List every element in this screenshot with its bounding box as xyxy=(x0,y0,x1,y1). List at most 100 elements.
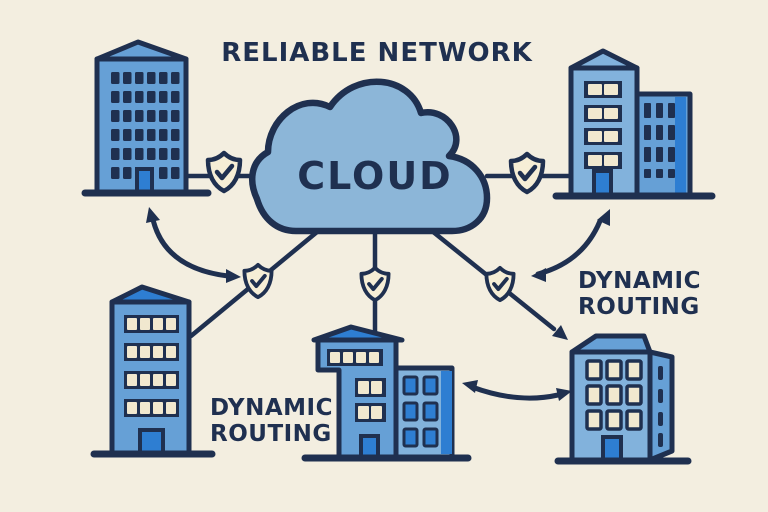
window xyxy=(159,167,168,179)
dynamic-routing-label-right: DYNAMIC ROUTING xyxy=(578,268,700,320)
window xyxy=(588,155,602,166)
window xyxy=(644,125,651,140)
window xyxy=(585,409,603,431)
window xyxy=(147,129,156,141)
window xyxy=(625,359,643,381)
window-frame xyxy=(124,371,179,389)
window xyxy=(656,147,663,162)
window xyxy=(402,401,419,422)
window xyxy=(159,91,168,103)
window xyxy=(166,346,176,358)
door xyxy=(138,428,165,456)
window xyxy=(159,110,168,122)
window xyxy=(153,374,163,386)
window xyxy=(140,374,150,386)
window-frame xyxy=(124,399,179,417)
window xyxy=(159,148,168,160)
building-top-right xyxy=(552,48,716,200)
window xyxy=(605,384,623,406)
windows-grid xyxy=(585,359,643,431)
window xyxy=(585,384,603,406)
curved-arrow-left xyxy=(149,212,231,279)
window xyxy=(153,402,163,414)
window xyxy=(140,318,150,330)
diagram-title: RELIABLE NETWORK xyxy=(221,38,533,68)
curved-arrow-right xyxy=(535,218,603,277)
window xyxy=(123,167,132,179)
window xyxy=(123,148,132,160)
window xyxy=(171,72,180,84)
arrowhead-left xyxy=(531,268,546,282)
roof xyxy=(568,48,640,71)
window xyxy=(422,401,439,422)
window-frame xyxy=(124,315,179,333)
cloud-node: CLOUD xyxy=(248,78,491,235)
window xyxy=(111,91,120,103)
window xyxy=(147,72,156,84)
window xyxy=(171,167,180,179)
window xyxy=(422,427,439,448)
curved-arrow-bottom xyxy=(469,384,561,401)
window xyxy=(123,72,132,84)
window xyxy=(644,147,651,162)
window xyxy=(625,409,643,431)
shield-check-icon xyxy=(511,154,543,192)
window xyxy=(604,84,618,95)
window xyxy=(369,352,379,363)
window xyxy=(605,409,623,431)
window xyxy=(330,352,340,363)
window xyxy=(422,375,439,396)
arrowhead-right xyxy=(226,269,241,283)
window xyxy=(140,346,150,358)
window xyxy=(588,131,602,142)
window xyxy=(111,110,120,122)
window xyxy=(159,72,168,84)
window xyxy=(147,110,156,122)
shield-check-icon xyxy=(242,262,274,300)
window xyxy=(123,129,132,141)
window xyxy=(159,129,168,141)
window xyxy=(644,103,651,118)
window xyxy=(127,346,137,358)
arrowhead-right xyxy=(556,388,572,401)
window xyxy=(604,108,618,119)
window xyxy=(111,129,120,141)
window xyxy=(135,72,144,84)
dynamic-routing-arrows xyxy=(146,207,610,401)
window xyxy=(356,352,366,363)
door xyxy=(135,167,154,195)
shield-check-icon xyxy=(208,153,240,191)
window xyxy=(171,129,180,141)
window-frame xyxy=(124,343,179,361)
window xyxy=(656,169,663,178)
windows-grid xyxy=(584,81,622,169)
label-line-1: DYNAMIC xyxy=(210,395,333,421)
window xyxy=(123,110,132,122)
window xyxy=(147,91,156,103)
window xyxy=(171,91,180,103)
window xyxy=(668,147,675,162)
window xyxy=(343,352,353,363)
window xyxy=(135,129,144,141)
window xyxy=(656,103,663,118)
window xyxy=(153,346,163,358)
door xyxy=(359,434,380,459)
windows-grid xyxy=(124,315,179,417)
window xyxy=(140,402,150,414)
window xyxy=(171,148,180,160)
window xyxy=(127,318,137,330)
dynamic-routing-label-left: DYNAMIC ROUTING xyxy=(210,395,333,447)
window xyxy=(135,91,144,103)
window xyxy=(605,359,623,381)
cloud-label: CLOUD xyxy=(297,154,452,198)
window xyxy=(668,103,675,118)
window xyxy=(147,148,156,160)
window xyxy=(111,167,120,179)
building-bottom-left xyxy=(90,284,216,458)
building-top-left xyxy=(81,39,212,197)
window xyxy=(358,406,369,419)
cloud-shape xyxy=(248,78,491,235)
window xyxy=(135,148,144,160)
arrowhead-up xyxy=(146,207,160,223)
